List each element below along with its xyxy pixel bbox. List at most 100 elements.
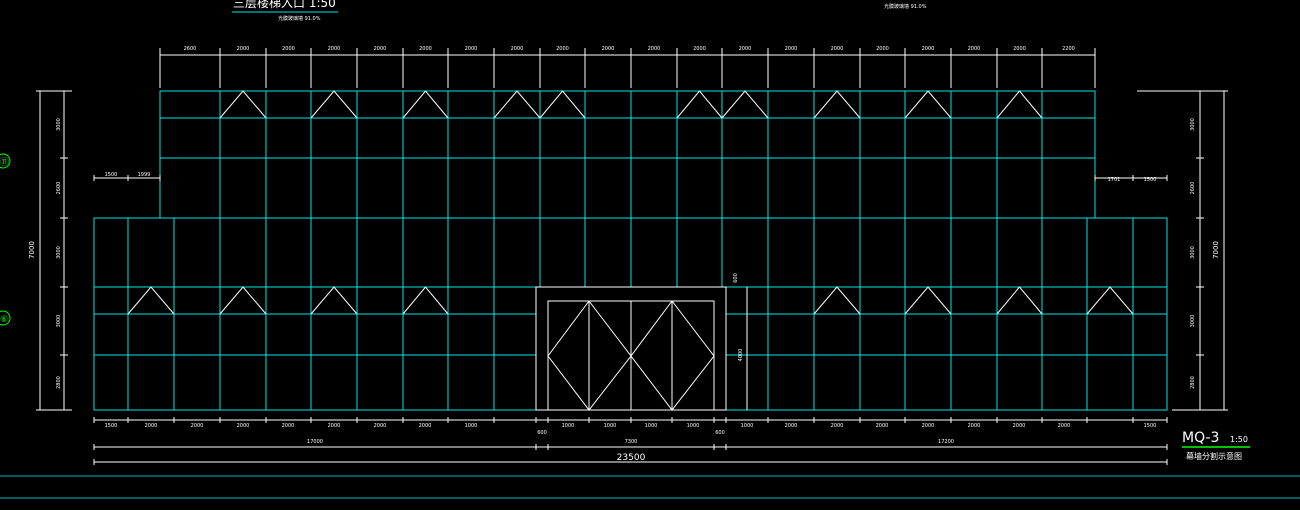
bottom-dimension-text: 2000 xyxy=(237,423,250,429)
vertical-dimension-text: 3000 xyxy=(1190,118,1196,131)
vent-triangle xyxy=(127,286,175,315)
bottom-dimension-text: 1000 xyxy=(687,423,700,429)
top-dimension-text: 2000 xyxy=(511,46,524,52)
right-total-height: 7000 xyxy=(1212,241,1220,259)
grid-marker-group: ⑪ ⑥ xyxy=(0,153,11,326)
door-height-dimension: 4000 xyxy=(738,349,744,362)
dimension-ticks xyxy=(60,48,1204,465)
top-left-subtitle: 光膜玻璃墙 91.0% xyxy=(278,15,321,22)
vent-triangle xyxy=(310,286,358,315)
drawing-caption: 幕墙分割示意图 xyxy=(1186,451,1242,461)
bottom-dimension-text: 600 xyxy=(715,430,725,436)
vent-triangle xyxy=(402,286,449,315)
bottom-dimension-text: 2000 xyxy=(968,423,981,429)
side-dimension-text: 1701 xyxy=(1108,177,1121,183)
bottom-dimension-text: 2000 xyxy=(922,423,935,429)
bottom-dimension-text: 1000 xyxy=(562,423,575,429)
top-dimension-text: 2200 xyxy=(1062,46,1075,52)
top-dimension-text: 2000 xyxy=(237,46,250,52)
bottom-dimension-text: 17000 xyxy=(307,439,323,445)
axis-marker-label: ⑪ xyxy=(0,157,9,168)
vertical-dimension-text: 2600 xyxy=(56,182,62,195)
bottom-dimension-text: 2000 xyxy=(1058,423,1071,429)
vent-triangle xyxy=(904,286,952,315)
top-dimension-text: 2000 xyxy=(968,46,981,52)
upper-wall-outline xyxy=(159,90,1096,219)
top-left-title: 三层楼梯入口 1:50 xyxy=(233,0,336,10)
mullions-full xyxy=(219,91,1043,410)
bottom-dimension-text: 2000 xyxy=(328,423,341,429)
top-dimension-text: 2000 xyxy=(556,46,569,52)
vertical-dimension-text: 3000 xyxy=(1190,315,1196,328)
top-dimension-text: 2000 xyxy=(739,46,752,52)
door-assembly xyxy=(535,286,727,411)
dimension-texts: 2600 2000 2000 2000 2000 2000 2000 2000 2000 2000… xyxy=(56,46,1196,445)
vent-triangle xyxy=(539,90,586,119)
bottom-dimension-text: 1000 xyxy=(465,423,478,429)
vent-triangle xyxy=(402,90,449,119)
bottom-dimension-text: 2000 xyxy=(419,423,432,429)
drawing-code: MQ-3 xyxy=(1182,430,1219,446)
bottom-dimension-text: 600 xyxy=(537,430,547,436)
bottom-dimension-text: 7300 xyxy=(625,439,638,445)
bottom-dimension-text: 1000 xyxy=(741,423,754,429)
top-dimension-text: 2000 xyxy=(785,46,798,52)
top-right-subtitle: 光膜玻璃墙 91.0% xyxy=(884,3,927,10)
bottom-dimension-text: 2000 xyxy=(876,423,889,429)
bottom-dimension-text: 2000 xyxy=(191,423,204,429)
left-total-height: 7000 xyxy=(28,241,36,259)
top-dimension-text: 2000 xyxy=(693,46,706,52)
drawing-scale: 1:50 xyxy=(1230,435,1248,444)
bottom-dimension-text: 17200 xyxy=(938,439,954,445)
bottom-dimension-text: 1000 xyxy=(604,423,617,429)
top-dimension-text: 2000 xyxy=(282,46,295,52)
top-dimension-text: 2000 xyxy=(419,46,432,52)
door-top-gap-dimension: 600 xyxy=(733,273,739,283)
side-dimension-text: 1999 xyxy=(138,172,151,178)
door-swing-mark xyxy=(547,300,632,411)
vent-triangle xyxy=(813,286,861,315)
vertical-dimension-text: 3000 xyxy=(56,118,62,131)
vent-triangle xyxy=(676,90,723,119)
vent-triangle xyxy=(996,286,1043,315)
dimension-lines xyxy=(36,54,1228,463)
vent-triangle xyxy=(996,90,1043,119)
vent-triangle xyxy=(904,90,952,119)
axis-marker-label: ⑥ xyxy=(0,315,8,325)
top-dimension-text: 2000 xyxy=(876,46,889,52)
bottom-dimension-text: 2000 xyxy=(785,423,798,429)
bottom-dimension-text: 1000 xyxy=(645,423,658,429)
top-dimension-text: 2000 xyxy=(648,46,661,52)
top-dimension-text: 2000 xyxy=(831,46,844,52)
vent-triangle xyxy=(219,286,267,315)
bottom-dimension-text: 2000 xyxy=(1013,423,1026,429)
axis-marker-circle xyxy=(0,310,11,326)
top-dimension-text: 2000 xyxy=(465,46,478,52)
vent-triangle xyxy=(310,90,358,119)
side-dimension-text: 1500 xyxy=(1144,177,1157,183)
vertical-dimension-text: 3000 xyxy=(56,246,62,259)
axis-marker-circle xyxy=(0,153,11,169)
top-dimension-text: 2000 xyxy=(374,46,387,52)
vertical-dimension-text: 2800 xyxy=(1190,376,1196,389)
vent-triangle xyxy=(219,90,267,119)
overall-width-total: 23500 xyxy=(617,453,646,463)
side-dimension-text: 1500 xyxy=(105,172,118,178)
top-dimension-text: 2000 xyxy=(922,46,935,52)
vertical-dimension-text: 2800 xyxy=(56,376,62,389)
bottom-dimension-text: 2000 xyxy=(282,423,295,429)
vent-triangle xyxy=(813,90,861,119)
top-dimension-text: 2000 xyxy=(1013,46,1026,52)
bottom-dimension-text: 1500 xyxy=(105,423,118,429)
vent-triangle xyxy=(1086,286,1134,315)
vertical-dimension-text: 3000 xyxy=(56,315,62,328)
vent-triangle xyxy=(721,90,769,119)
door-swing-mark xyxy=(630,300,715,411)
vent-triangle xyxy=(493,90,541,119)
mullions-upper xyxy=(539,91,723,287)
bottom-dimension-text: 2000 xyxy=(145,423,158,429)
bottom-dimension-text: 1500 xyxy=(1144,423,1157,429)
bottom-dimension-text: 2000 xyxy=(374,423,387,429)
